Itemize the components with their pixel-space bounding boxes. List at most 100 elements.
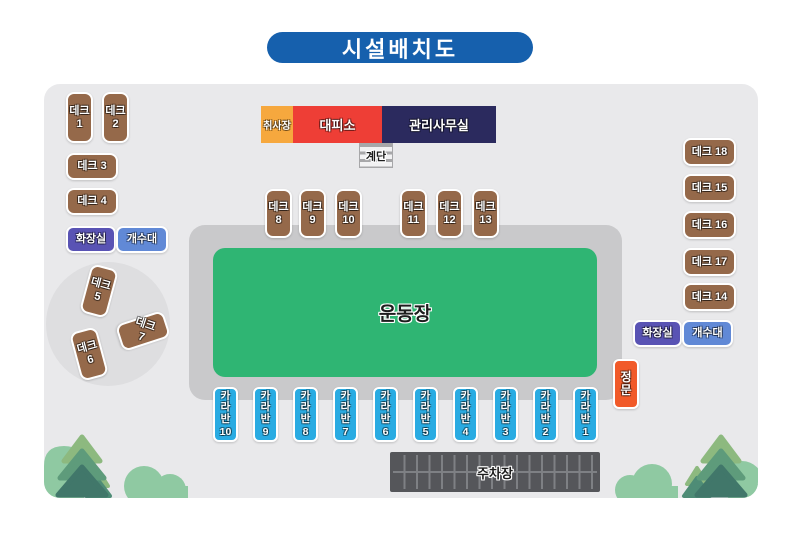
deck-16-number: 16 <box>715 218 728 231</box>
shelter: 대피소 <box>293 106 382 143</box>
sink-left-label: 개수대 <box>126 233 158 246</box>
trees-right <box>615 434 758 498</box>
caravan-4-number: 4 <box>462 425 469 438</box>
deck-10-label: 데크 <box>338 200 359 213</box>
big-pine-tree-icon <box>694 434 748 498</box>
deck-9-label: 데크 <box>302 200 323 213</box>
big-pine-tree-icon <box>55 434 109 498</box>
page-title: 시설배치도 <box>267 32 533 63</box>
deck-3-label: 데크 <box>77 160 98 173</box>
caravan-7-number: 7 <box>342 425 349 438</box>
parking-lot-label: 주차장 <box>477 465 513 481</box>
toilet-right-label: 화장실 <box>642 327 673 340</box>
cookhouse-label: 취사장 <box>263 121 291 132</box>
main-gate-label: 정문 <box>620 369 632 397</box>
caravan-9-number: 9 <box>262 425 269 438</box>
deck-5-number: 5 <box>92 290 102 304</box>
deck-14-number: 14 <box>715 290 728 303</box>
caravan-8-number: 8 <box>302 425 309 438</box>
deck-17-number: 17 <box>715 255 728 268</box>
sports-field: 운동장 <box>213 248 597 377</box>
sink-left: 개수대 <box>116 226 168 253</box>
deck-14-label: 데크 <box>691 290 712 303</box>
deck-12-label: 데크 <box>439 200 460 213</box>
parking-lot: 주차장 <box>390 452 600 492</box>
deck-9-number: 9 <box>309 213 316 226</box>
management-office-label: 관리사무실 <box>409 118 469 133</box>
cookhouse: 취사장 <box>261 106 293 143</box>
deck-11-number: 11 <box>407 213 420 226</box>
deck-11-label: 데크 <box>403 200 424 213</box>
page-title-text: 시설배치도 <box>341 36 459 62</box>
deck-8-number: 8 <box>275 213 282 226</box>
caravan-1-label: 카라반 <box>580 389 591 426</box>
sports-field-label: 운동장 <box>378 304 432 325</box>
deck-10-number: 10 <box>342 213 355 226</box>
caravan-10-label: 카라반 <box>220 389 231 426</box>
caravan-6-label: 카라반 <box>380 389 391 426</box>
toilet-left: 화장실 <box>66 226 116 253</box>
caravan-6-number: 6 <box>382 425 389 438</box>
deck-1-number: 1 <box>76 117 83 130</box>
caravan-8-label: 카라반 <box>300 389 311 426</box>
deck-13-number: 13 <box>479 213 492 226</box>
caravan-3-number: 3 <box>502 425 509 438</box>
shelter-label: 대피소 <box>319 118 356 133</box>
caravan-5-number: 5 <box>422 425 429 438</box>
deck-12-number: 12 <box>443 213 456 226</box>
toilet-left-label: 화장실 <box>75 233 107 246</box>
stairs-label: 계단 <box>365 150 387 163</box>
deck-16-label: 데크 <box>691 218 712 231</box>
caravan-2-label: 카라반 <box>540 389 551 426</box>
sink-right-label: 개수대 <box>692 327 723 340</box>
deck-7-number: 7 <box>136 330 146 344</box>
caravan-1-number: 1 <box>582 425 589 438</box>
deck-15-number: 15 <box>715 181 728 194</box>
deck-4-label: 데크 <box>77 195 98 208</box>
deck-13-label: 데크 <box>475 200 496 213</box>
caravan-10-number: 10 <box>219 425 232 438</box>
deck-8-label: 데크 <box>268 200 289 213</box>
deck-18-label: 데크 <box>691 145 712 158</box>
bush-right-a <box>615 464 678 498</box>
toilet-right: 화장실 <box>633 320 682 347</box>
management-office: 관리사무실 <box>382 106 496 143</box>
deck-4-number: 4 <box>100 195 107 208</box>
deck-17-label: 데크 <box>691 255 712 268</box>
main-gate: 정문 <box>613 359 639 409</box>
trees-left <box>44 434 188 498</box>
deck-3-number: 3 <box>100 160 107 173</box>
caravan-9-label: 카라반 <box>260 389 271 426</box>
stairs: 계단 <box>359 143 393 168</box>
caravan-4-label: 카라반 <box>460 389 471 426</box>
deck-2-number: 2 <box>112 117 119 130</box>
deck-15-label: 데크 <box>691 181 712 194</box>
deck-6-number: 6 <box>86 353 96 367</box>
caravan-2-number: 2 <box>542 425 549 438</box>
bush-left <box>124 466 188 498</box>
caravan-3-label: 카라반 <box>500 389 511 426</box>
